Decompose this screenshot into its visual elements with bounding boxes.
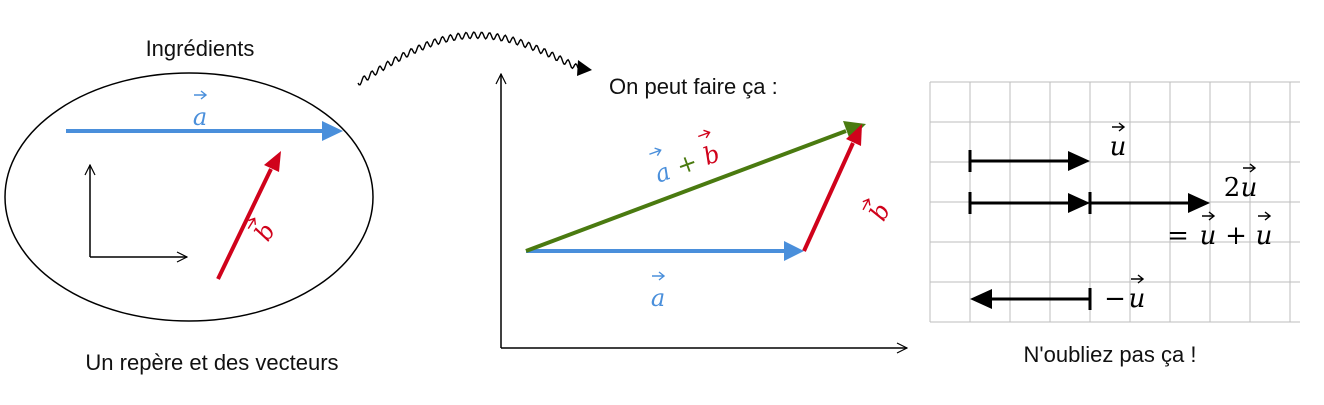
middle-vector-b-label: b — [862, 198, 896, 225]
left-panel: Ingrédients a b Un repère et des vecteur… — [4, 36, 374, 375]
ingredients-ellipse — [4, 72, 374, 322]
wavy-connector-arrow — [357, 31, 592, 86]
right-panel: u 2 u = u + u — [929, 81, 1300, 367]
svg-text:2: 2 — [1224, 173, 1241, 203]
right-caption: N'oubliez pas ça ! — [1024, 342, 1197, 367]
svg-text:+: + — [673, 147, 701, 180]
middle-axes — [501, 74, 907, 348]
svg-text:+: + — [1225, 221, 1247, 251]
middle-vector-b-arrow — [802, 124, 862, 252]
vector-b-label: b — [247, 217, 281, 246]
ingredients-title: Ingrédients — [146, 36, 255, 61]
vector-sum-identity-label: = u + u — [1167, 211, 1273, 251]
svg-text:a: a — [651, 157, 674, 188]
vector-u-label: u — [1110, 122, 1127, 162]
vector-b-arrow — [216, 151, 281, 280]
vector-2u-arrow — [968, 192, 1210, 214]
svg-text:b: b — [249, 218, 281, 246]
vector-u-arrow — [968, 150, 1090, 172]
vector-neg-u-label: − u — [1104, 274, 1146, 314]
vector-2u-label: 2 u — [1224, 163, 1258, 203]
svg-text:u: u — [1110, 132, 1127, 162]
svg-text:u: u — [1129, 284, 1146, 314]
vector-a-label: a — [193, 90, 207, 131]
frame-axes — [90, 165, 187, 257]
svg-text:u: u — [1256, 221, 1273, 251]
vector-a-arrow — [66, 121, 343, 141]
middle-title: On peut faire ça : — [609, 74, 778, 99]
svg-text:a: a — [651, 284, 665, 312]
middle-vector-a-label: a — [651, 271, 665, 312]
svg-text:=: = — [1167, 221, 1189, 251]
svg-text:−: − — [1104, 284, 1126, 314]
left-caption: Un repère et des vecteurs — [85, 350, 338, 375]
middle-panel: On peut faire ça : a a + b — [501, 74, 907, 348]
svg-text:u: u — [1200, 221, 1217, 251]
svg-text:a: a — [193, 103, 207, 131]
vector-neg-u-arrow — [970, 288, 1092, 310]
middle-vector-a-arrow — [526, 241, 804, 261]
svg-text:b: b — [699, 139, 723, 171]
svg-text:u: u — [1241, 173, 1258, 203]
